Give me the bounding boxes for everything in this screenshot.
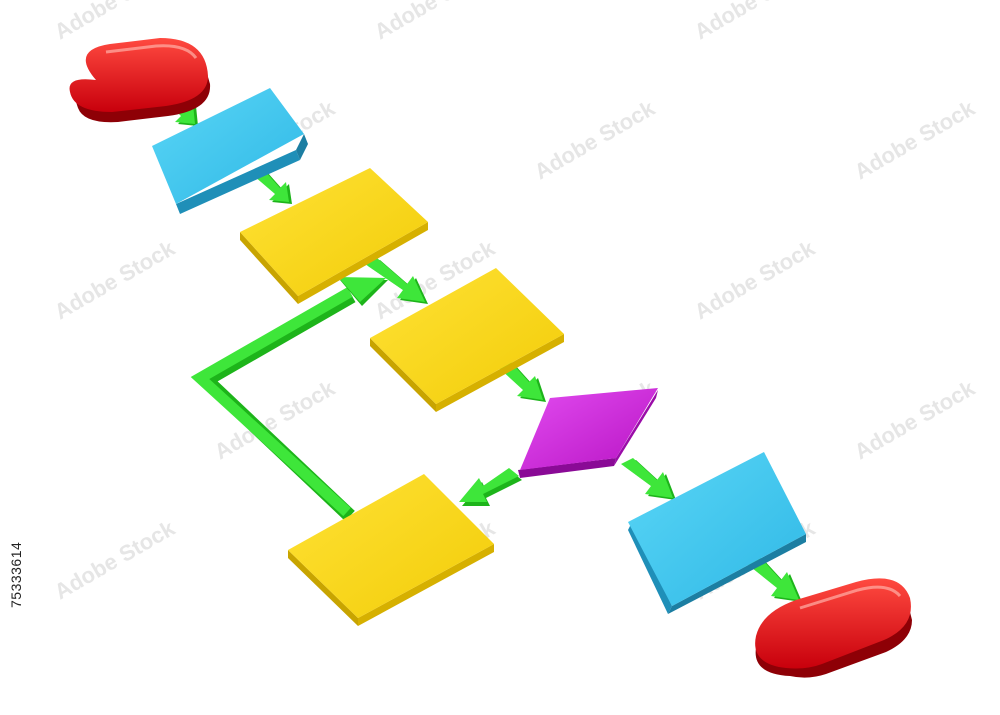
connector-process1-to-process2 — [365, 258, 428, 304]
watermark-text: Adobe Stock — [370, 0, 500, 44]
process-block-1 — [240, 168, 428, 304]
watermark-text: Adobe Stock — [50, 0, 180, 44]
connector-decision-to-output — [621, 458, 676, 500]
watermark-text: Adobe Stock — [50, 235, 180, 324]
watermark-text: Adobe Stock — [690, 0, 820, 44]
watermark-text: Adobe Stock — [850, 95, 980, 184]
end-terminator — [755, 578, 912, 678]
start-terminator — [69, 38, 211, 123]
loop-process-block — [288, 474, 494, 626]
process-block-2 — [370, 268, 564, 412]
connector-loop-back — [190, 277, 388, 522]
input-block — [152, 88, 308, 214]
output-block — [628, 452, 806, 614]
watermark-text: Adobe Stock — [50, 515, 180, 604]
decision-diamond — [518, 388, 658, 478]
connector-decision-to-loop-process — [459, 468, 522, 506]
connector-input-to-process1 — [254, 170, 292, 204]
watermark-text: Adobe Stock — [690, 235, 820, 324]
connector-output-to-end — [747, 556, 802, 602]
watermark-text: Adobe Stock — [850, 375, 980, 464]
watermark-text: Adobe Stock — [530, 95, 660, 184]
stock-id: 75333614 — [8, 541, 24, 608]
